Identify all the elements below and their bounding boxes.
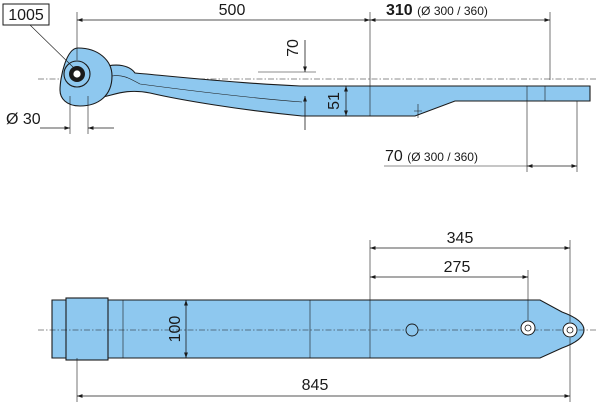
dim-label-eye-diameter: Ø 30	[6, 111, 41, 128]
spring-eye-band-top	[65, 297, 109, 361]
side-bolt-mark	[414, 104, 422, 118]
dim-label-310: 310	[386, 2, 413, 19]
spring-leaf-top	[51, 299, 585, 359]
dim-label-100: 100	[167, 316, 184, 343]
dim-label-275: 275	[444, 259, 471, 276]
spring-eye-pin	[72, 69, 82, 79]
part-number-label: 1005	[8, 7, 44, 24]
second-leaf-line	[111, 75, 303, 103]
mount-hole-1-inner	[524, 324, 532, 332]
part-number-box	[2, 3, 50, 26]
spring-leaf-side	[99, 64, 591, 117]
top-view: 345 275 100 845	[38, 230, 598, 402]
center-bolt-hole	[405, 323, 419, 337]
dim-label-51: 51	[326, 92, 343, 110]
dim-label-tail-70-note: (Ø 300 / 360)	[407, 150, 478, 164]
dim-label-500: 500	[219, 2, 246, 19]
part-number-leader	[29, 24, 75, 69]
dim-label-845: 845	[302, 377, 329, 394]
dim-label-tail-70: 70	[385, 148, 403, 165]
dim-label-tail-group: 70 (Ø 300 / 360)	[385, 148, 478, 165]
mount-hole-2-inner	[566, 326, 574, 334]
dim-label-310-note: (Ø 300 / 360)	[417, 4, 488, 18]
dim-label-310-group: 310 (Ø 300 / 360)	[386, 2, 488, 19]
dim-label-70-vertical: 70	[285, 39, 302, 57]
dim-label-345: 345	[447, 230, 474, 247]
side-view: 500 310 (Ø 300 / 360) 70 51 Ø 30 70 (Ø 3…	[2, 2, 596, 172]
